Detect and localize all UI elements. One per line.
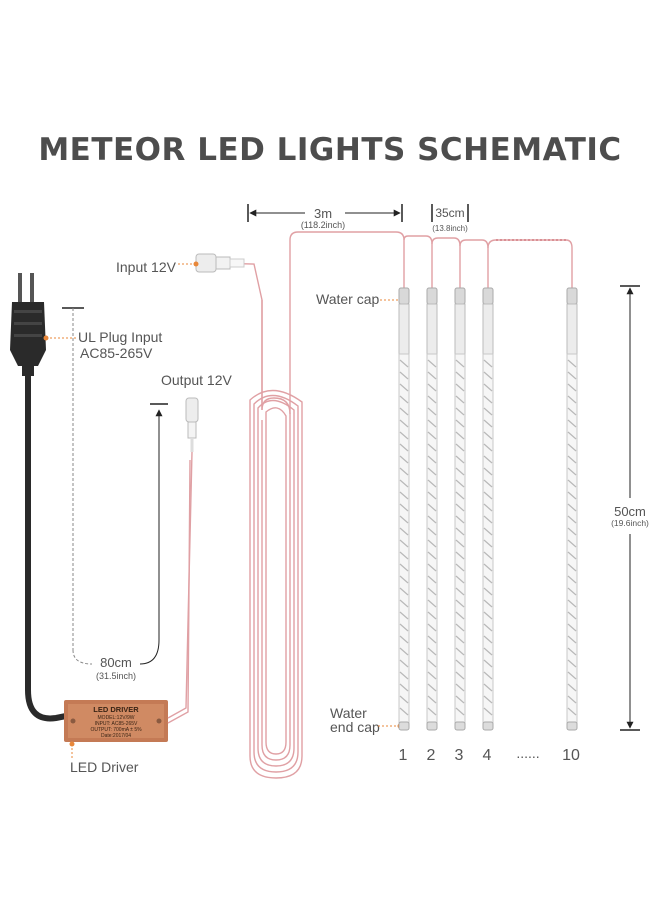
driver-cable-length-inch: (31.5inch) — [96, 671, 136, 681]
led-tube — [454, 287, 466, 731]
tube-ellipsis: ...... — [516, 745, 539, 761]
led-tube — [566, 287, 578, 731]
led-tube — [482, 287, 494, 731]
output-label: Output 12V — [161, 372, 232, 388]
spacing-dimension — [431, 204, 469, 222]
lead-cable-length-inch: (118.2inch) — [301, 220, 345, 230]
lead-cable-length: 3m — [314, 206, 332, 221]
wires — [167, 231, 573, 779]
spacing-length: 35cm — [435, 206, 464, 220]
output-connector-icon — [185, 397, 199, 452]
water-end-cap-label-line2: end cap — [330, 719, 380, 735]
led-tube — [426, 287, 438, 731]
tube-length: 50cm — [614, 504, 646, 519]
tube-number-3: 3 — [455, 747, 464, 764]
driver-box-line4: OUTPUT: 700mA ± 5% — [90, 727, 142, 733]
power-cord — [25, 373, 69, 722]
driver-box-line1: LED DRIVER — [93, 705, 139, 714]
led-driver-box — [64, 700, 168, 742]
driver-cable-dimension — [72, 403, 168, 665]
tube-length-inch: (19.6inch) — [611, 518, 649, 528]
tube-number-10: 10 — [562, 747, 580, 764]
tube-number-2: 2 — [427, 747, 436, 764]
page-title: METEOR LED LIGHTS SCHEMATIC — [38, 132, 622, 168]
input-label: Input 12V — [116, 259, 177, 275]
tube-number-4: 4 — [483, 747, 492, 764]
driver-cable-length: 80cm — [100, 655, 132, 670]
driver-box-line5: Date:2017/04 — [101, 733, 131, 739]
ul-plug-pointer — [43, 307, 84, 650]
ul-plug-label: UL Plug Input — [78, 329, 162, 345]
water-end-cap-label-line1: Water — [330, 705, 367, 721]
led-tubes — [398, 287, 578, 731]
led-tube — [398, 287, 410, 731]
driver-box-line3: INPUT: AC85-265V — [95, 721, 138, 727]
tube-length-dimension — [620, 285, 640, 731]
led-driver-label: LED Driver — [70, 759, 139, 775]
spacing-length-inch: (13.8inch) — [432, 224, 468, 233]
driver-box-line2: MODEL:12V/9W — [98, 715, 135, 721]
tube-number-1: 1 — [399, 747, 408, 764]
input-connector-icon — [195, 253, 245, 273]
plug-icon — [10, 273, 46, 376]
lead-cable-dimension — [247, 204, 403, 222]
water-cap-label: Water cap — [316, 291, 379, 307]
ul-plug-voltage: AC85-265V — [80, 345, 153, 361]
